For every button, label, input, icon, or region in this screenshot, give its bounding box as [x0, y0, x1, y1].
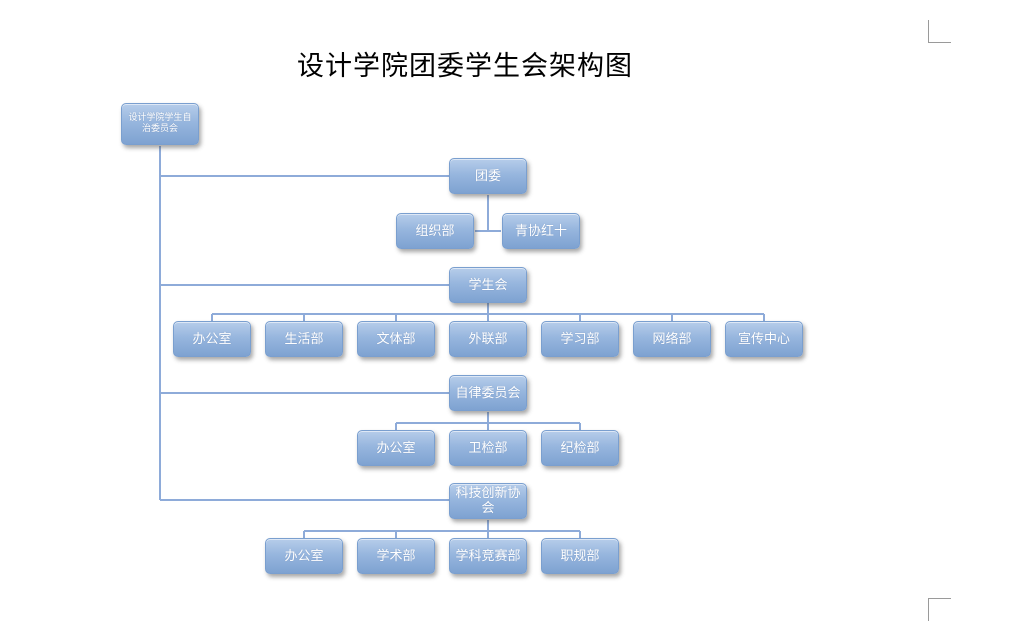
node-wentibu[interactable]: 文体部	[357, 321, 435, 357]
diagram-title: 设计学院团委学生会架构图	[297, 51, 633, 82]
crop-mark-bottom-right	[928, 598, 951, 621]
node-qingxiehongshi[interactable]: 青协红十	[502, 213, 580, 249]
node-shenghuobu[interactable]: 生活部	[265, 321, 343, 357]
node-jijianbu[interactable]: 纪检部	[541, 430, 619, 466]
node-xueshenghui[interactable]: 学生会	[449, 267, 527, 303]
node-xuexibu[interactable]: 学习部	[541, 321, 619, 357]
node-wailianbu[interactable]: 外联部	[449, 321, 527, 357]
node-zilv-bangongshi[interactable]: 办公室	[357, 430, 435, 466]
node-keji[interactable]: 科技创新协会	[449, 483, 527, 519]
node-weijianbu[interactable]: 卫检部	[449, 430, 527, 466]
crop-mark-top-right	[928, 20, 951, 43]
node-xueshubu[interactable]: 学术部	[357, 538, 435, 574]
node-zilv[interactable]: 自律委员会	[449, 375, 527, 411]
node-wangluobu[interactable]: 网络部	[633, 321, 711, 357]
node-zhiguibu[interactable]: 职规部	[541, 538, 619, 574]
node-keji-bangongshi[interactable]: 办公室	[265, 538, 343, 574]
node-tuanwei[interactable]: 团委	[449, 158, 527, 194]
node-root[interactable]: 设计学院学生自治委员会	[121, 103, 199, 145]
node-xuanchuanzhongxin[interactable]: 宣传中心	[725, 321, 803, 357]
node-xuekejingsaibu[interactable]: 学科竞赛部	[449, 538, 527, 574]
node-xsh-bangongshi[interactable]: 办公室	[173, 321, 251, 357]
node-zuzhibu[interactable]: 组织部	[396, 213, 474, 249]
